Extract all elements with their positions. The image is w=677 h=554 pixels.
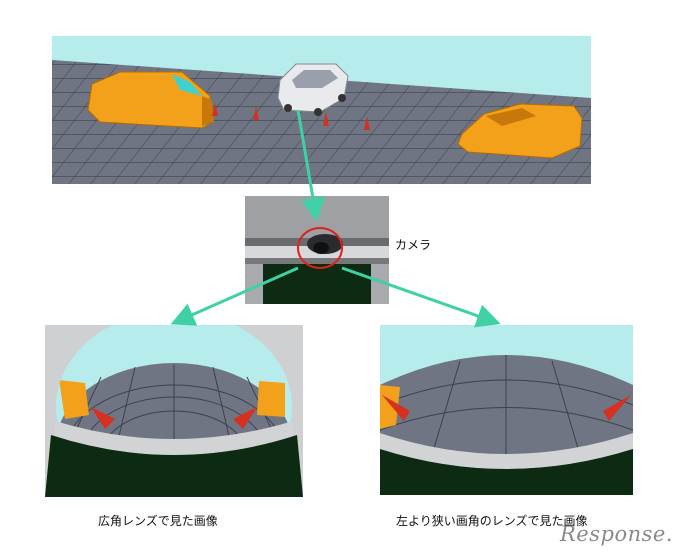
camera-highlight-ring <box>297 227 343 269</box>
parked-car-left <box>87 71 214 129</box>
car-icon <box>277 63 349 116</box>
parked-car-right <box>457 103 583 159</box>
response-watermark: Response. <box>560 522 674 546</box>
arrow-to-wide-view <box>170 266 299 326</box>
wide-lens-caption: 広角レンズで見た画像 <box>98 514 218 528</box>
traffic-cone-icon <box>212 102 370 130</box>
camera-icon <box>307 234 343 254</box>
narrow-lens-caption: 左より狭い画角のレンズで見た画像 <box>396 514 588 528</box>
arrow-to-narrow-view <box>341 266 501 328</box>
wide-lens-view <box>45 325 303 497</box>
arrow-to-camera <box>296 109 325 222</box>
parking-scene <box>52 36 591 184</box>
camera-label: カメラ <box>395 238 432 252</box>
narrow-lens-view <box>380 325 633 495</box>
camera-closeup <box>245 196 389 304</box>
